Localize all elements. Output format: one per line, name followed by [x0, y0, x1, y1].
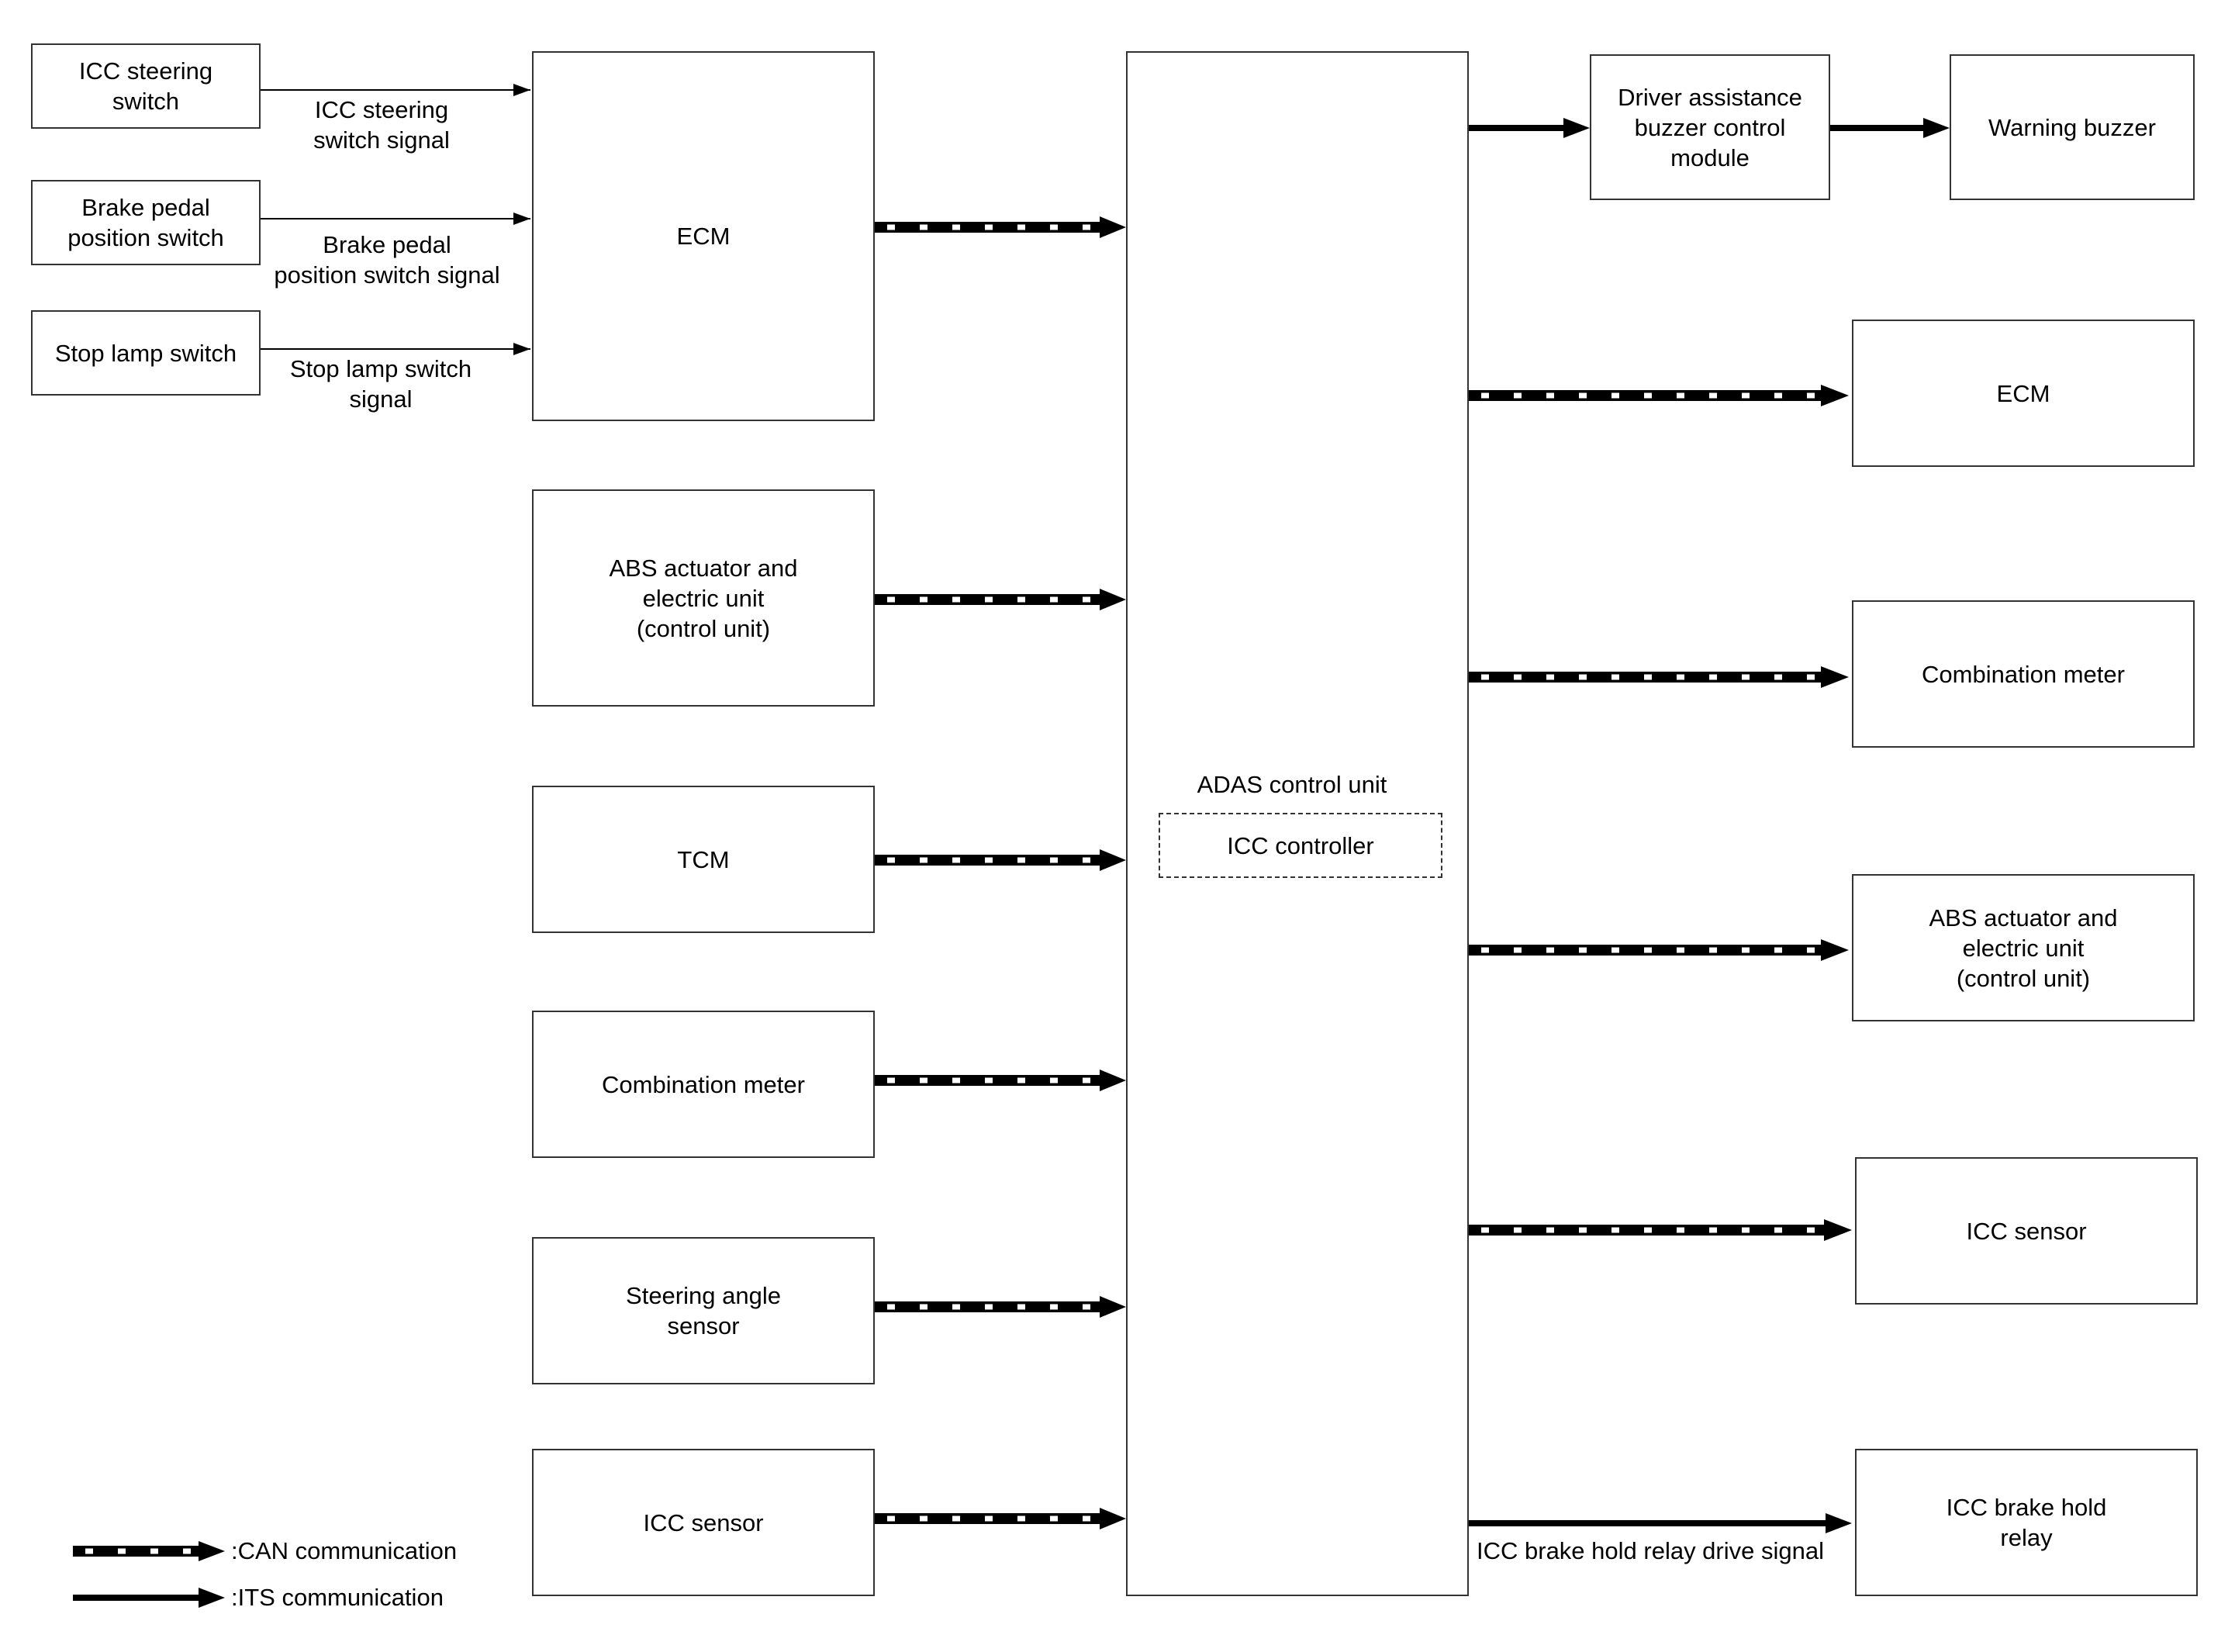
icc-steering-switch-signal-label: ICC steering switch signal	[313, 96, 450, 154]
ecm-input-label: ECM	[676, 223, 731, 250]
can-link-steering-angle-to-adas	[875, 1296, 1126, 1318]
icc-sensor-output-label: ICC sensor	[1966, 1217, 2087, 1245]
combination-meter-input-label: Combination meter	[602, 1070, 805, 1098]
can-link-adas-to-abs	[1469, 939, 1849, 961]
tcm-label: TCM	[677, 845, 730, 873]
abs-actuator-input-box: ABS actuator and electric unit (control …	[532, 489, 875, 707]
icc-brake-hold-relay-box: ICC brake hold relay	[1855, 1449, 2198, 1596]
combination-meter-output-box: Combination meter	[1852, 600, 2195, 748]
ecm-output-label: ECM	[1996, 379, 2050, 407]
brake-pedal-position-switch-box: Brake pedal position switch	[31, 180, 261, 265]
icc-sensor-output-box: ICC sensor	[1855, 1157, 2198, 1305]
icc-brake-hold-relay-label: ICC brake hold relay	[1946, 1494, 2107, 1551]
steering-angle-sensor-box: Steering angle sensor	[532, 1237, 875, 1384]
can-link-abs-to-adas	[875, 589, 1126, 610]
driver-assistance-buzzer-module-label: Driver assistance buzzer control module	[1618, 83, 1802, 171]
icc-steering-switch-label: ICC steering switch	[78, 57, 213, 115]
legend-can-label: :CAN communication	[231, 1537, 458, 1564]
stop-lamp-switch-box: Stop lamp switch	[31, 310, 261, 396]
stop-lamp-switch-label: Stop lamp switch	[54, 339, 237, 367]
legend-its-label: :ITS communication	[231, 1584, 444, 1611]
driver-assistance-buzzer-module-box: Driver assistance buzzer control module	[1590, 54, 1830, 200]
tcm-box: TCM	[532, 786, 875, 933]
can-link-tcm-to-adas	[875, 849, 1126, 871]
icc-controller-label: ICC controller	[1227, 831, 1374, 859]
stop-lamp-switch-signal-label: Stop lamp switch signal	[289, 355, 472, 413]
abs-actuator-output-box: ABS actuator and electric unit (control …	[1852, 874, 2195, 1021]
icc-controller-box: ICC controller	[1159, 813, 1442, 878]
its-link-adas-to-buzzer-module	[1469, 118, 1590, 138]
warning-buzzer-box: Warning buzzer	[1950, 54, 2195, 200]
ecm-output-box: ECM	[1852, 320, 2195, 467]
warning-buzzer-label: Warning buzzer	[1988, 113, 2156, 141]
icc-sensor-input-box: ICC sensor	[532, 1449, 875, 1596]
legend-can-line-sample	[73, 1541, 225, 1561]
combination-meter-output-label: Combination meter	[1922, 660, 2125, 688]
can-link-ecm-to-adas	[875, 216, 1126, 238]
can-link-adas-to-ecm	[1469, 385, 1849, 406]
abs-actuator-output-label: ABS actuator and electric unit (control …	[1929, 904, 2118, 992]
adas-control-unit-label: ADAS control unit	[1197, 771, 1387, 798]
icc-sensor-input-label: ICC sensor	[643, 1509, 764, 1536]
its-link-buzzer-module-to-warning-buzzer	[1830, 118, 1950, 138]
icc-steering-switch-box: ICC steering switch	[31, 43, 261, 129]
steering-angle-sensor-label: Steering angle sensor	[626, 1282, 781, 1339]
combination-meter-input-box: Combination meter	[532, 1011, 875, 1158]
ecm-input-box: ECM	[532, 51, 875, 421]
can-link-icc-sensor-to-adas	[875, 1508, 1126, 1529]
legend-its-line-sample	[73, 1588, 225, 1608]
its-link-adas-to-brake-hold-relay	[1469, 1513, 1852, 1533]
abs-actuator-input-label: ABS actuator and electric unit (control …	[609, 554, 798, 642]
can-link-adas-to-meter	[1469, 666, 1849, 688]
can-link-adas-to-icc-sensor	[1469, 1219, 1852, 1241]
can-link-meter-to-adas	[875, 1070, 1126, 1091]
brake-pedal-position-switch-label: Brake pedal position switch	[67, 194, 224, 251]
brake-pedal-position-switch-signal-label: Brake pedal position switch signal	[274, 231, 500, 289]
icc-brake-hold-relay-drive-signal-label: ICC brake hold relay drive signal	[1477, 1537, 1824, 1564]
